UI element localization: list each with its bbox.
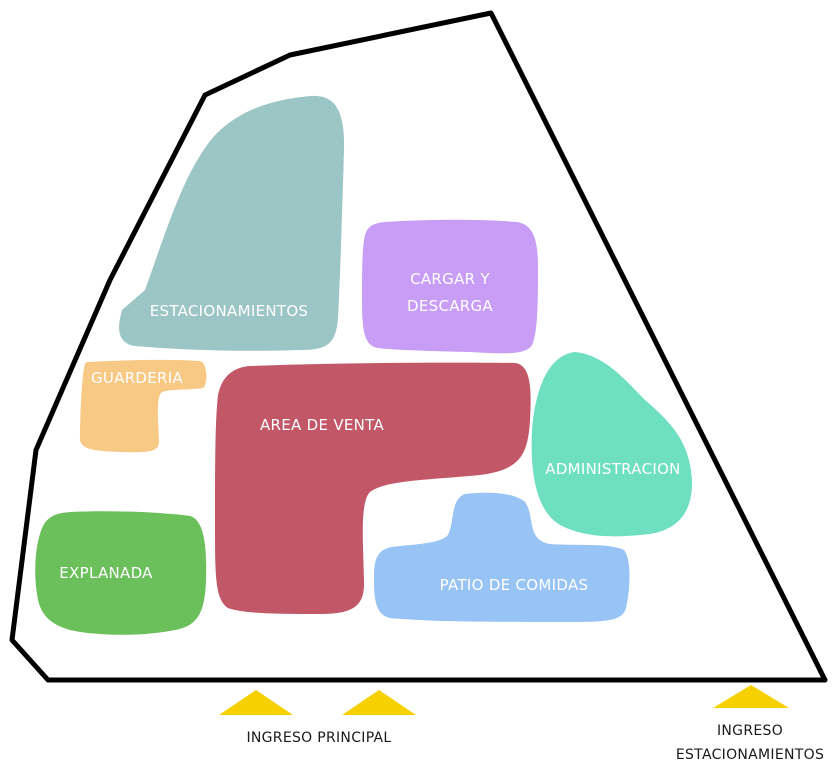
zone-carga-descarga: CARGAR Y DESCARGA xyxy=(362,219,538,354)
zone-guarderia-label: GUARDERIA xyxy=(91,369,184,387)
entrance-principal-label: INGRESO PRINCIPAL xyxy=(246,730,391,746)
entrance-estacionamientos-label-1: INGRESO xyxy=(717,723,783,739)
zone-area-venta-label: AREA DE VENTA xyxy=(260,416,385,434)
zone-administracion-label: ADMINISTRACION xyxy=(545,460,680,478)
zone-estacionamientos-label: ESTACIONAMIENTOS xyxy=(150,302,309,320)
zone-explanada-label: EXPLANADA xyxy=(59,564,153,582)
entrance-estacionamientos-label-2: ESTACIONAMIENTOS xyxy=(676,747,824,763)
zone-carga-descarga-label-1: CARGAR Y xyxy=(410,270,490,288)
zone-carga-descarga-shape xyxy=(362,219,538,354)
zone-patio-comidas: PATIO DE COMIDAS xyxy=(374,492,630,622)
zone-guarderia: GUARDERIA xyxy=(80,359,207,453)
zone-estacionamientos: ESTACIONAMIENTOS xyxy=(119,95,345,351)
zone-administracion-shape xyxy=(531,352,693,537)
zone-explanada: EXPLANADA xyxy=(35,511,207,635)
zone-patio-comidas-label: PATIO DE COMIDAS xyxy=(440,576,589,594)
entrance-estacionamientos-marker xyxy=(713,685,789,708)
zone-administracion: ADMINISTRACION xyxy=(531,352,693,537)
entrance-principal-marker-left xyxy=(219,690,293,715)
zone-area-venta: AREA DE VENTA xyxy=(215,362,531,614)
zone-area-venta-shape xyxy=(215,362,531,614)
zone-explanada-shape xyxy=(35,511,207,635)
zone-carga-descarga-label-2: DESCARGA xyxy=(407,297,493,315)
zone-guarderia-shape xyxy=(80,359,207,453)
zone-estacionamientos-shape xyxy=(119,95,345,351)
entrance-principal-marker-right xyxy=(342,690,416,715)
zone-patio-comidas-shape xyxy=(374,492,630,622)
